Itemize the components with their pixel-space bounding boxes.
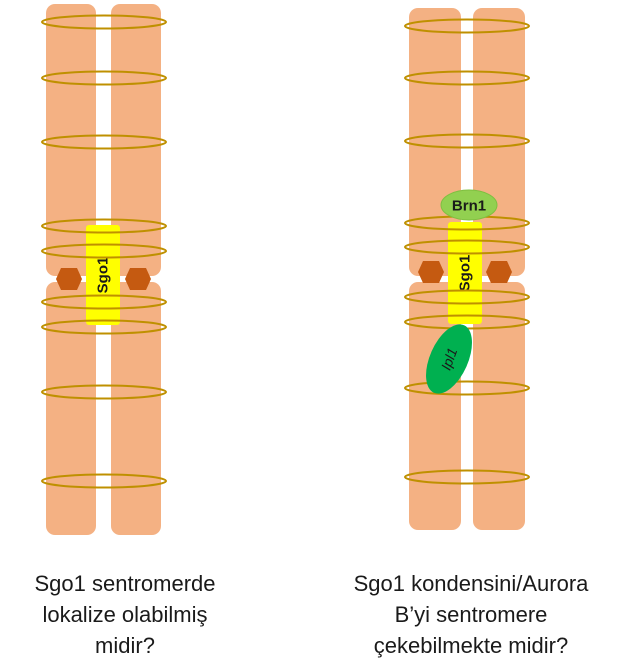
caption-line: çekebilmekte midir? [320,630,622,661]
caption-line: Sgo1 kondensini/Aurora [320,568,622,599]
right-sgo1-label: Sgo1 [457,255,474,292]
caption-line: midir? [0,630,250,661]
left-chromosome: Sgo1 [42,4,166,535]
right-kinetochore-right [486,261,512,283]
chromosome-diagram: Sgo1 Sgo1 [0,0,622,545]
right-kinetochore-left [418,261,444,283]
left-kinetochore-left [56,268,82,290]
right-caption: Sgo1 kondensini/Aurora B’yi sentromere ç… [320,568,622,661]
right-chromosome: Sgo1 Brn1 Ipl1 [405,8,529,530]
caption-line: Sgo1 sentromerde [0,568,250,599]
caption-line: lokalize olabilmiş [0,599,250,630]
brn1-label: Brn1 [452,198,486,215]
left-caption: Sgo1 sentromerde lokalize olabilmiş midi… [0,568,250,661]
left-kinetochore-right [125,268,151,290]
left-sgo1-label: Sgo1 [95,257,112,294]
caption-line: B’yi sentromere [320,599,622,630]
